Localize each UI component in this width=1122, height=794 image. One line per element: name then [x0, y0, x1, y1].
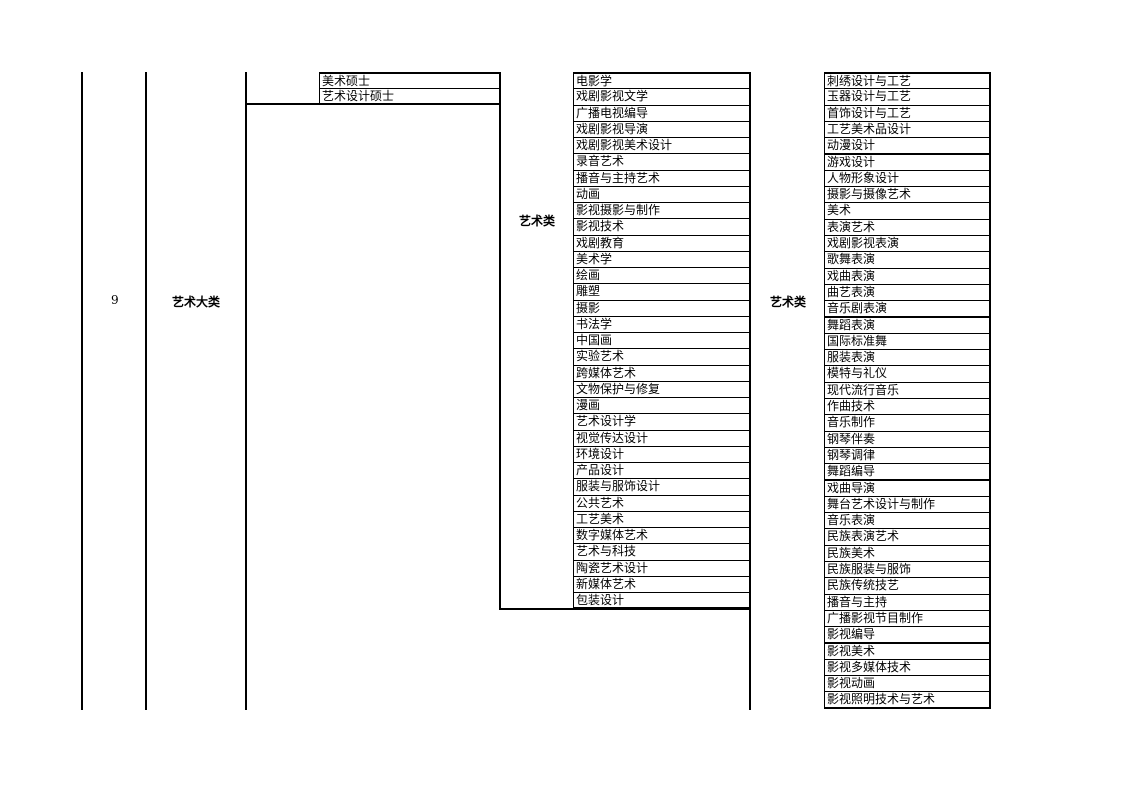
undergrad-major-item: 新媒体艺术	[573, 575, 751, 593]
undergrad-major-item: 陶瓷艺术设计	[573, 559, 751, 577]
vocational-major-item: 游戏设计	[824, 153, 991, 171]
undergrad-major-item: 艺术与科技	[573, 543, 751, 561]
undergrad-major-item: 跨媒体艺术	[573, 364, 751, 382]
vocational-major-item: 广播影视节目制作	[824, 609, 991, 628]
undergrad-major-item: 动画	[573, 185, 751, 203]
vocational-major-item: 首饰设计与工艺	[824, 104, 991, 122]
row-number: 9	[111, 293, 119, 307]
undergrad-major-item: 播音与主持艺术	[573, 169, 751, 187]
undergrad-major-item: 戏剧教育	[573, 234, 751, 252]
vocational-major-item: 影视多媒体技术	[824, 658, 991, 677]
undergrad-major-item: 影视摄影与制作	[573, 202, 751, 220]
vocational-major-item: 影视动画	[824, 675, 991, 693]
frame-line-2	[145, 72, 147, 710]
undergrad-major-item: 视觉传达设计	[573, 429, 751, 447]
undergrad-major-item: 戏剧影视导演	[573, 120, 751, 138]
undergrad-major-item: 美术学	[573, 250, 751, 268]
undergrad-major-item: 艺术设计学	[573, 413, 751, 431]
vocational-major-item: 民族美术	[824, 544, 991, 562]
vocational-major-item: 音乐剧表演	[824, 300, 991, 318]
undergrad-major-item: 环境设计	[573, 445, 751, 463]
vocational-major-item: 钢琴调律	[824, 446, 991, 465]
vocational-major-item: 曲艺表演	[824, 283, 991, 302]
undergrad-major-item: 戏剧影视文学	[573, 88, 751, 106]
undergrad-major-item: 雕塑	[573, 283, 751, 301]
vocational-major-item: 舞蹈表演	[824, 316, 991, 334]
vocational-major-item: 音乐制作	[824, 414, 991, 432]
vocational-major-item: 歌舞表演	[824, 251, 991, 269]
vocational-major-item: 音乐表演	[824, 512, 991, 530]
undergrad-major-item: 文物保护与修复	[573, 380, 751, 398]
vocational-major-item: 现代流行音乐	[824, 381, 991, 399]
vocational-major-item: 戏曲表演	[824, 267, 991, 285]
undergrad-label: 艺术类	[519, 214, 556, 228]
undergrad-major-item: 服装与服饰设计	[573, 478, 751, 496]
undergrad-major-item: 戏剧影视美术设计	[573, 137, 751, 155]
masters-item: 艺术设计硕士	[319, 88, 501, 105]
vocational-major-item: 戏剧影视表演	[824, 235, 991, 253]
undergrad-major-item: 中国画	[573, 332, 751, 350]
undergrad-major-item: 广播电视编导	[573, 104, 751, 122]
vocational-major-item: 玉器设计与工艺	[824, 88, 991, 106]
frame-line-4	[499, 104, 501, 610]
undergrad-major-item: 录音艺术	[573, 153, 751, 171]
undergrad-major-item: 摄影	[573, 299, 751, 317]
undergrad-major-item: 电影学	[573, 72, 751, 90]
vocational-major-item: 影视编导	[824, 626, 991, 644]
vocational-major-item: 美术	[824, 202, 991, 220]
undergrad-major-item: 实验艺术	[573, 348, 751, 366]
vocational-major-item: 舞台艺术设计与制作	[824, 495, 991, 514]
vocational-major-item: 国际标准舞	[824, 332, 991, 351]
vocational-major-item: 钢琴伴奏	[824, 430, 991, 448]
vocational-major-item: 戏曲导演	[824, 479, 991, 497]
vocational-major-item: 刺绣设计与工艺	[824, 72, 991, 90]
masters-item: 美术硕士	[319, 72, 501, 89]
vocational-label: 艺术类	[770, 295, 807, 309]
vocational-major-item: 民族传统技艺	[824, 577, 991, 595]
frame-line-3	[245, 72, 247, 710]
undergrad-major-item: 书法学	[573, 315, 751, 333]
vocational-major-item: 影视美术	[824, 642, 991, 660]
vocational-major-item: 人物形象设计	[824, 169, 991, 188]
vocational-major-item: 模特与礼仪	[824, 365, 991, 383]
undergrad-major-item: 漫画	[573, 397, 751, 415]
undergrad-major-item: 绘画	[573, 267, 751, 285]
vocational-major-item: 动漫设计	[824, 137, 991, 155]
vocational-major-item: 摄影与摄像艺术	[824, 186, 991, 204]
undergrad-major-item: 包装设计	[573, 592, 751, 610]
undergrad-major-item: 公共艺术	[573, 494, 751, 512]
vocational-major-item: 表演艺术	[824, 218, 991, 236]
frame-line-5	[749, 608, 751, 710]
undergrad-major-item: 数字媒体艺术	[573, 527, 751, 545]
vocational-major-item: 民族服装与服饰	[824, 561, 991, 579]
frame-line-1	[81, 72, 83, 710]
vocational-major-item: 工艺美术品设计	[824, 120, 991, 139]
vocational-major-item: 民族表演艺术	[824, 528, 991, 546]
vocational-major-item: 播音与主持	[824, 593, 991, 611]
vocational-major-item: 舞蹈编导	[824, 463, 991, 481]
vocational-major-item: 服装表演	[824, 349, 991, 367]
undergrad-major-item: 产品设计	[573, 462, 751, 480]
vocational-major-item: 作曲技术	[824, 398, 991, 416]
undergrad-major-item: 工艺美术	[573, 510, 751, 528]
undergrad-major-item: 影视技术	[573, 218, 751, 236]
vocational-major-item: 影视照明技术与艺术	[824, 691, 991, 709]
category-label: 艺术大类	[172, 295, 221, 309]
